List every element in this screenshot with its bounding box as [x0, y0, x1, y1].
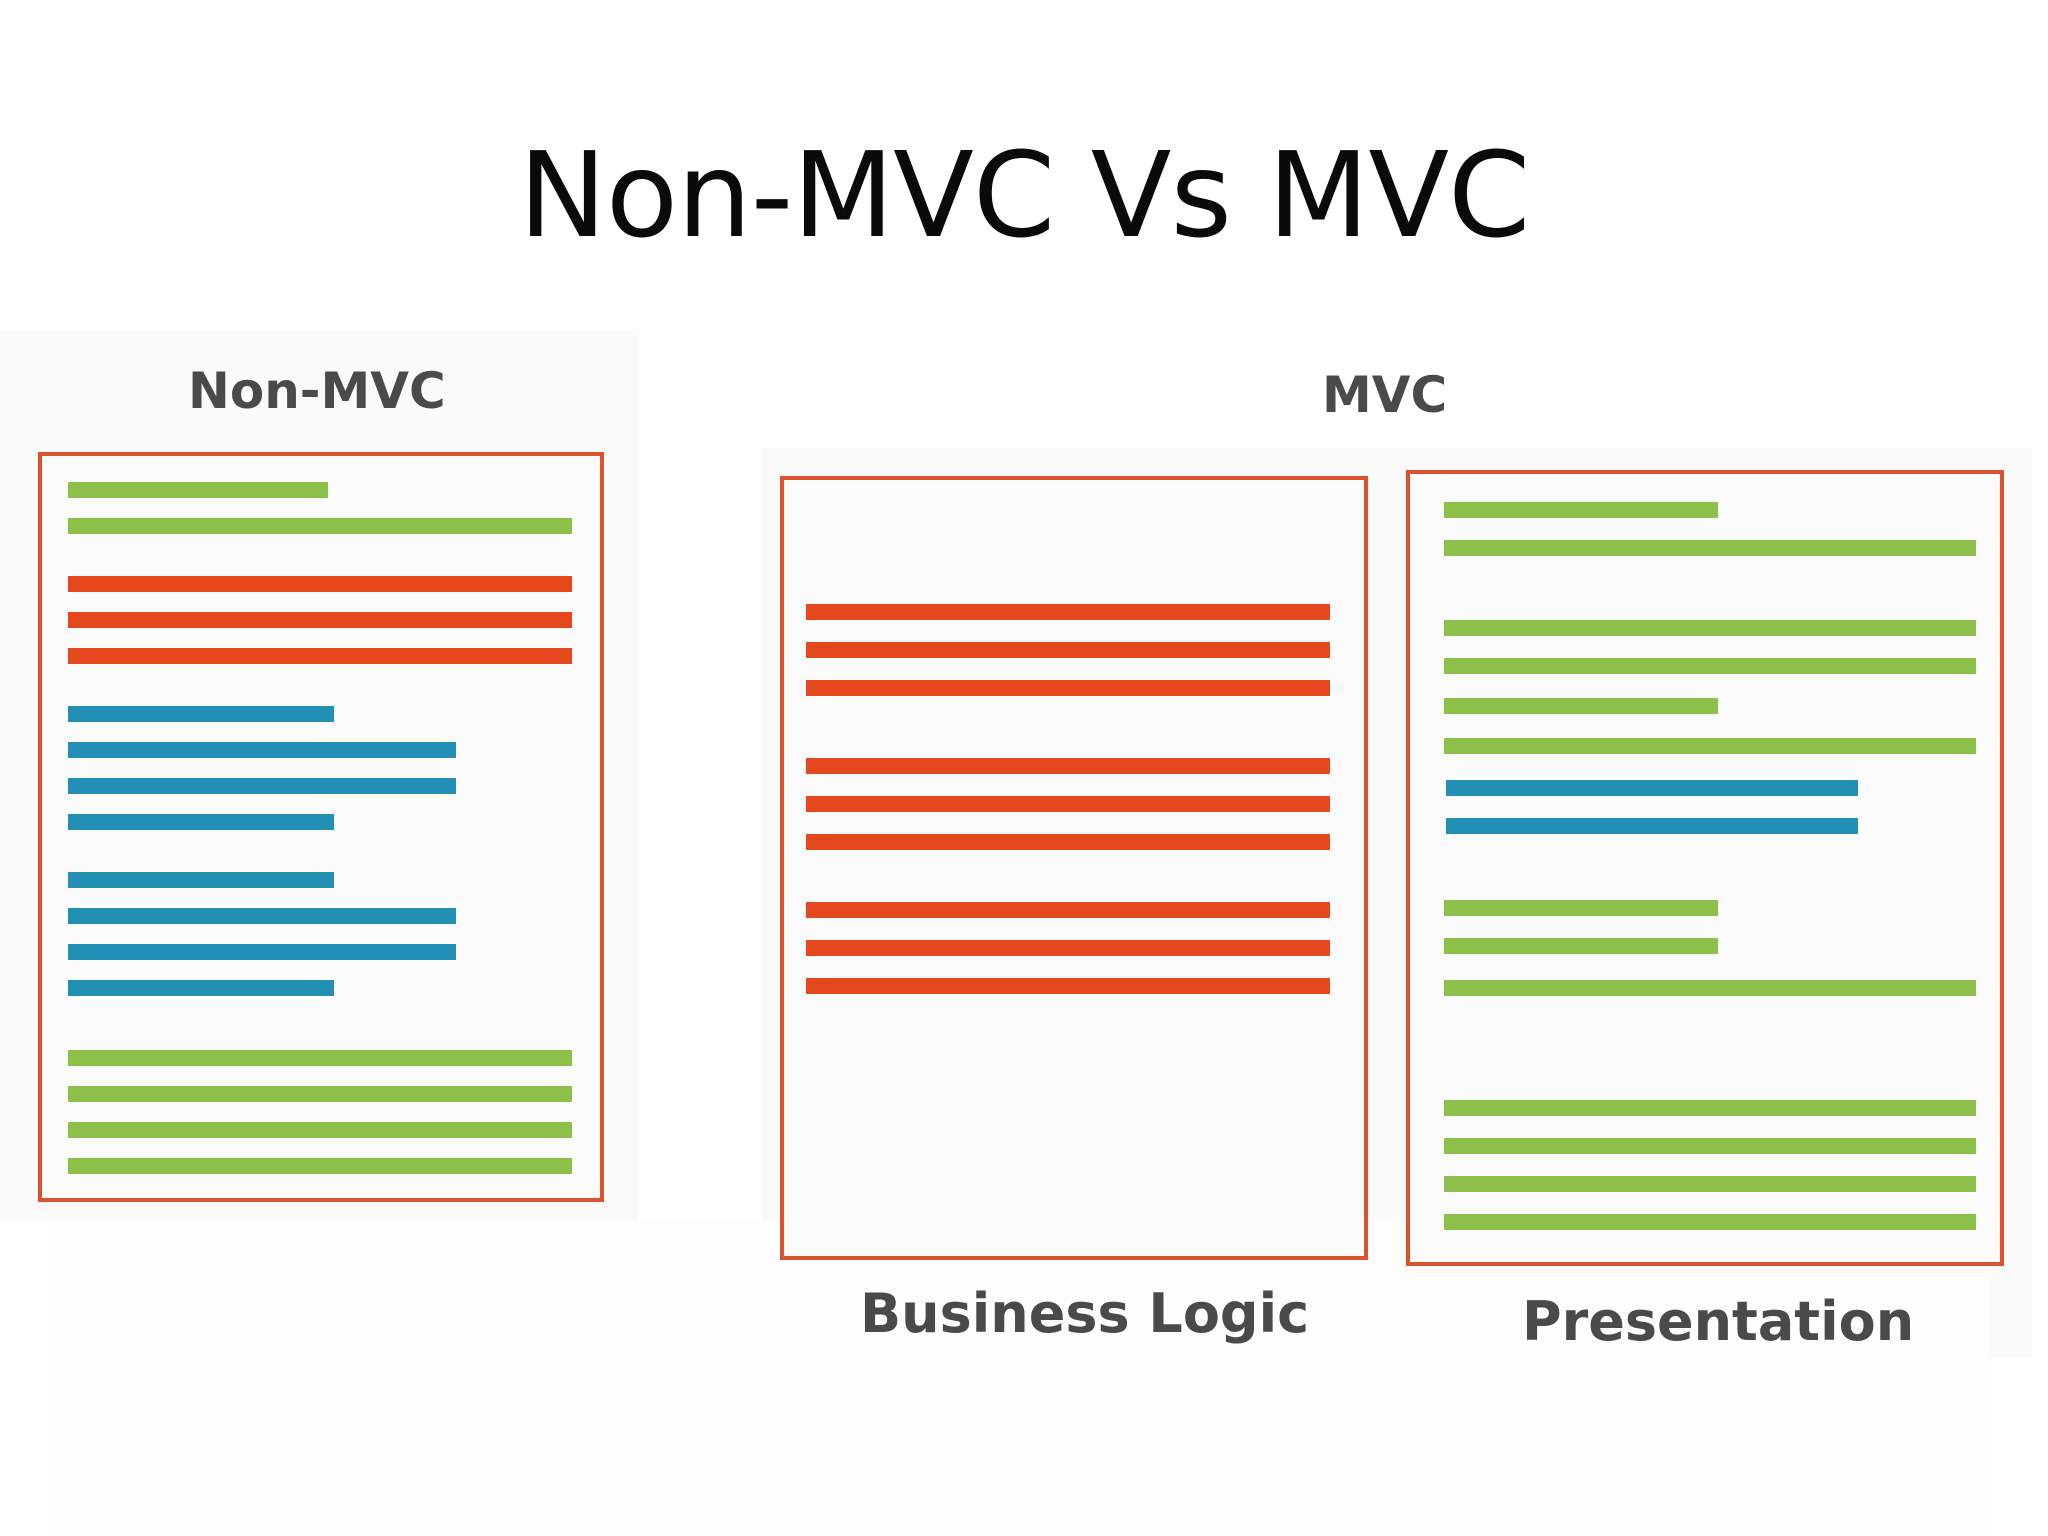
presentation-bar-green: [1444, 502, 1718, 518]
non-mvc-bar-green: [68, 1122, 572, 1138]
presentation-bar-green: [1444, 1176, 1976, 1192]
non-mvc-bar-blue: [68, 814, 334, 830]
business-logic-bar: [806, 758, 1330, 774]
business-logic-label: Business Logic: [860, 1282, 1310, 1345]
non-mvc-bar-blue: [68, 706, 334, 722]
non-mvc-bar-green: [68, 518, 572, 534]
non-mvc-bar-green: [68, 1050, 572, 1066]
presentation-bar-blue: [1446, 780, 1858, 796]
business-logic-bar: [806, 902, 1330, 918]
presentation-bar-green: [1444, 658, 1976, 674]
non-mvc-bar-blue: [68, 908, 456, 924]
business-logic-bar: [806, 834, 1330, 850]
non-mvc-bar-orange: [68, 576, 572, 592]
business-logic-bar: [806, 940, 1330, 956]
non-mvc-bar-blue: [68, 944, 456, 960]
presentation-bar-green: [1444, 540, 1976, 556]
non-mvc-bar-green: [68, 482, 328, 498]
presentation-bar-green: [1444, 980, 1976, 996]
presentation-bar-green: [1444, 738, 1976, 754]
presentation-bar-green: [1444, 698, 1718, 714]
business-logic-bar: [806, 796, 1330, 812]
non-mvc-bar-orange: [68, 612, 572, 628]
non-mvc-bar-blue: [68, 872, 334, 888]
presentation-label: Presentation: [1522, 1290, 1915, 1353]
lower-panel: [50, 1220, 1990, 1536]
mvc-label: MVC: [1322, 366, 1448, 424]
presentation-bar-green: [1444, 1138, 1976, 1154]
business-logic-bar: [806, 680, 1330, 696]
business-logic-bar: [806, 604, 1330, 620]
presentation-bar-green: [1444, 900, 1718, 916]
non-mvc-document: [38, 452, 604, 1202]
presentation-bar-green: [1444, 620, 1976, 636]
presentation-bar-blue: [1446, 818, 1858, 834]
non-mvc-bar-blue: [68, 742, 456, 758]
non-mvc-label: Non-MVC: [188, 362, 446, 420]
non-mvc-bar-orange: [68, 648, 572, 664]
non-mvc-bar-blue: [68, 778, 456, 794]
non-mvc-bar-green: [68, 1086, 572, 1102]
presentation-bar-green: [1444, 1100, 1976, 1116]
non-mvc-bar-blue: [68, 980, 334, 996]
presentation-bar-green: [1444, 938, 1718, 954]
business-logic-bar: [806, 642, 1330, 658]
presentation-bar-green: [1444, 1214, 1976, 1230]
slide-title: Non-MVC Vs MVC: [518, 126, 1531, 264]
business-logic-document: [780, 476, 1368, 1260]
non-mvc-bar-green: [68, 1158, 572, 1174]
business-logic-bar: [806, 978, 1330, 994]
presentation-document: [1406, 470, 2004, 1266]
